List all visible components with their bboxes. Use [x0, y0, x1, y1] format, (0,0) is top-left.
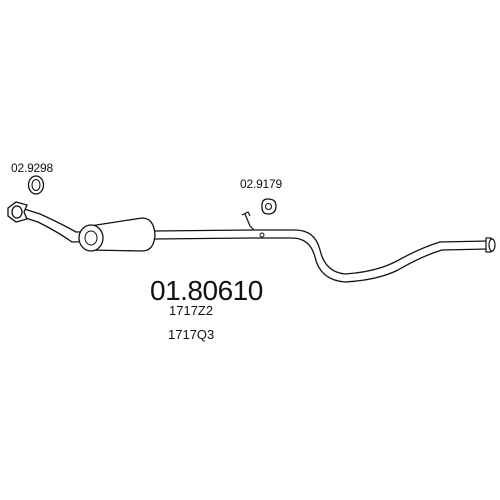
hanger-part-label: 02.9179 [240, 177, 282, 191]
rubber-hanger-icon [261, 198, 277, 215]
oem-code: 1717Q3 [168, 327, 215, 342]
main-part-number: 01.80610 [150, 275, 263, 306]
pipe-flange-icon [7, 201, 28, 223]
bracket-icon [241, 211, 265, 238]
pipe-top-edge [17, 206, 489, 275]
ring-clamp-icon [27, 175, 45, 195]
clamp-part-label: 02.9298 [11, 161, 53, 175]
tailpipe-end [485, 237, 496, 253]
pipe-bottom-edge [15, 214, 489, 283]
oem-code: 1717Z2 [169, 303, 214, 318]
silencer-icon [78, 217, 156, 252]
